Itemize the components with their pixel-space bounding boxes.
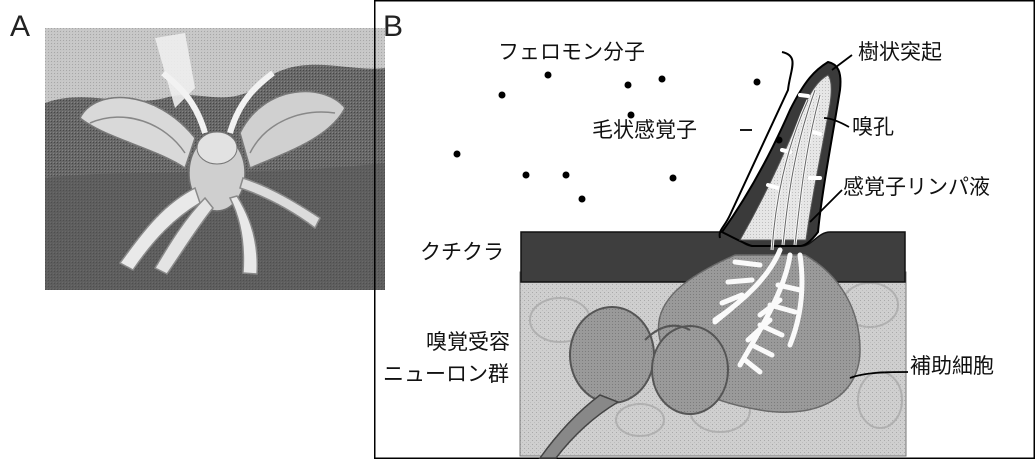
- sensillum-diagram: [374, 0, 1035, 459]
- label-support: 補助細胞: [910, 354, 994, 378]
- label-lymph: 感覚子リンパ液: [843, 175, 990, 199]
- label-pheromone: フェロモン分子: [498, 40, 645, 64]
- panel-a-letter: A: [10, 12, 30, 42]
- label-pore: 嗅孔: [852, 115, 894, 139]
- label-sensillum: 毛状感覚子: [592, 118, 697, 142]
- label-dendrite: 樹状突起: [858, 40, 942, 64]
- label-neuron-line2: ニューロン群: [383, 362, 509, 386]
- label-cuticle: クチクラ: [420, 240, 504, 264]
- moth-photo: [45, 28, 385, 290]
- label-neuron-line1: 嗅覚受容: [426, 330, 510, 354]
